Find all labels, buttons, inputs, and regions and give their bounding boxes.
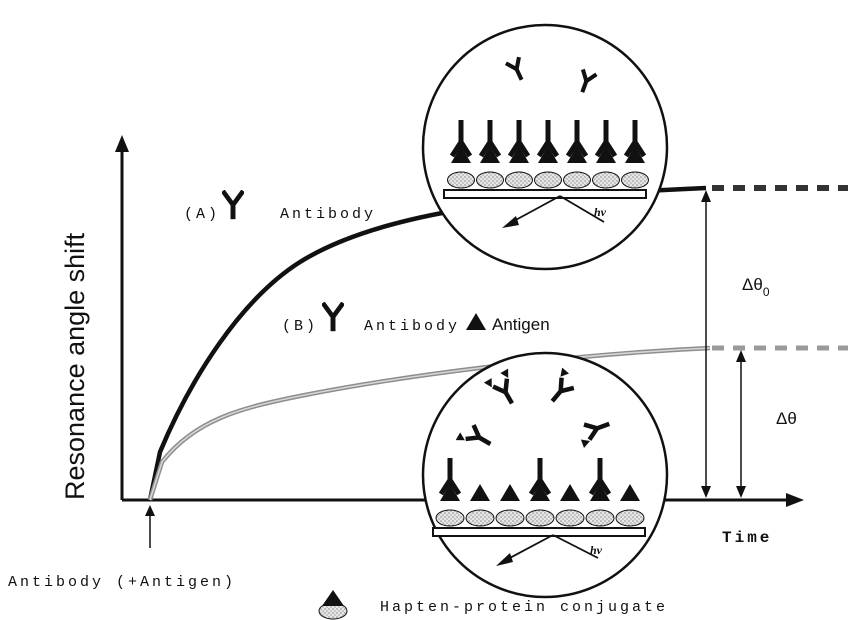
hapten-protein-bead-row: [447, 171, 649, 189]
light-label: hν: [590, 543, 603, 557]
hapten-triangle: [620, 484, 640, 501]
hapten-triangle: [500, 484, 520, 501]
antibody-antigen-complex-icon: [580, 421, 611, 448]
hapten-triangle: [509, 146, 529, 163]
antibody-icon: [324, 305, 342, 331]
hapten-triangle: [567, 146, 587, 163]
bound-antibody: [478, 120, 502, 158]
hapten-triangle: [530, 484, 550, 501]
hapten-protein-bead: [435, 509, 465, 527]
hapten-protein-bead: [525, 509, 555, 527]
hapten-protein-bead: [505, 171, 533, 189]
hapten-protein-bead: [465, 509, 495, 527]
hapten-protein-bead: [555, 509, 585, 527]
hapten-protein-bead-row: [435, 509, 645, 527]
injection-arrow: [145, 505, 155, 548]
light-path: [496, 534, 599, 566]
hapten-triangle: [538, 146, 558, 163]
hapten-triangle: [480, 146, 500, 163]
antigen-icon: [466, 313, 486, 330]
bound-antibody-row: [449, 120, 647, 163]
hapten-protein-bead: [495, 509, 525, 527]
bound-antibody: [438, 458, 462, 496]
mixed-binding-row: [438, 458, 640, 501]
antibody-antigen-complex-icon: [550, 367, 575, 403]
bound-antibody: [507, 120, 531, 158]
curve-a-prefix: (A): [184, 206, 220, 223]
hapten-protein-bead: [534, 171, 562, 189]
hapten-triangle: [590, 484, 610, 501]
curve-b-prefix: (B): [282, 318, 318, 335]
delta-theta0-arrow: [701, 190, 711, 498]
bound-antibody: [588, 458, 612, 496]
hapten-triangle: [560, 484, 580, 501]
free-antibody-icon: [504, 56, 524, 81]
curve-b-label-part2: Antigen: [492, 315, 550, 334]
antibody-antigen-complex-icon: [483, 368, 514, 405]
hapten-triangle: [625, 146, 645, 163]
bound-antibody: [449, 120, 473, 158]
curve-b-label-part1: Antibody +: [364, 318, 484, 335]
bound-antibody: [565, 120, 589, 158]
antibody-antigen-complex-icon: [455, 424, 492, 446]
delta-theta-arrow: [736, 350, 746, 498]
hapten-protein-bead: [476, 171, 504, 189]
light-label: hν: [594, 205, 607, 219]
y-axis-label: Resonance angle shift: [60, 232, 90, 500]
bound-antibody: [536, 120, 560, 158]
hapten-protein-bead: [615, 509, 645, 527]
hapten-protein-bead: [621, 171, 649, 189]
hapten-protein-bead: [563, 171, 591, 189]
bound-antibody: [623, 120, 647, 158]
hapten-protein-bead: [585, 509, 615, 527]
antibody-icon: [224, 193, 242, 219]
x-axis-label: Time: [722, 529, 772, 547]
hapten-triangle: [451, 146, 471, 163]
sensor-chip-surface: [443, 189, 647, 199]
injection-label: Antibody (+Antigen): [8, 574, 236, 591]
delta-theta-label: Δθ: [776, 409, 797, 428]
hapten-triangle: [440, 484, 460, 501]
hapten-protein-conjugate-icon: [318, 590, 348, 620]
sensor-surface-inset-antibody: hν: [421, 23, 669, 271]
hapten-triangle: [596, 146, 616, 163]
hapten-protein-bead: [447, 171, 475, 189]
sensor-chip-surface: [432, 527, 646, 537]
bound-antibody: [594, 120, 618, 158]
bound-antibody: [528, 458, 552, 496]
free-antibody-icon: [580, 68, 598, 93]
sensor-surface-inset-antibody-antigen: hν: [421, 351, 669, 599]
light-path: [502, 195, 605, 228]
delta-theta0-label: Δθ0: [742, 275, 770, 299]
hapten-triangle: [470, 484, 490, 501]
y-axis: [115, 135, 129, 500]
hapten-protein-bead: [592, 171, 620, 189]
curve-a-label: Antibody: [280, 206, 376, 223]
legend-label: Hapten-protein conjugate: [380, 599, 668, 616]
